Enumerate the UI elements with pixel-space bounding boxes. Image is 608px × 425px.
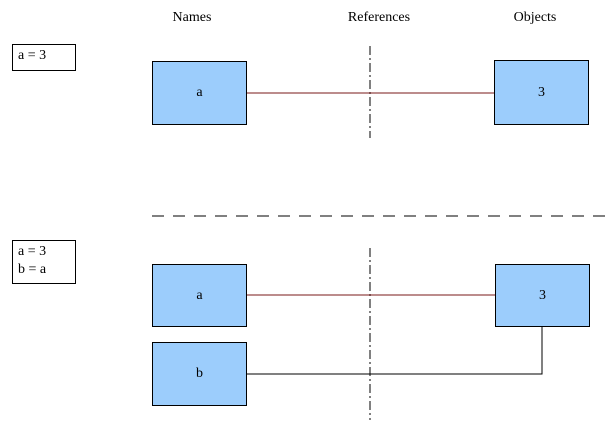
code-line: a = 3 [18, 244, 47, 259]
reference-line-b-bottom [247, 327, 543, 375]
header-objects: Objects [513, 10, 557, 25]
code-snippet-top: a = 3 [12, 44, 76, 71]
name-label: b [196, 366, 203, 381]
object-label: 3 [539, 287, 546, 303]
header-references: References [347, 10, 411, 25]
code-line: a = 3 [18, 48, 47, 63]
name-node-a-bottom: a [152, 264, 247, 327]
code-snippet-bottom: a = 3 b = a [12, 240, 76, 284]
name-node-a-top: a [152, 61, 247, 125]
code-line: b = a [18, 262, 47, 277]
name-label: a [196, 85, 203, 100]
object-node-3-bottom: 3 [495, 264, 590, 327]
object-label: 3 [538, 84, 545, 100]
name-node-b-bottom: b [152, 342, 247, 406]
name-label: a [196, 287, 203, 303]
object-node-3-top: 3 [494, 60, 589, 125]
header-names: Names [172, 10, 212, 25]
